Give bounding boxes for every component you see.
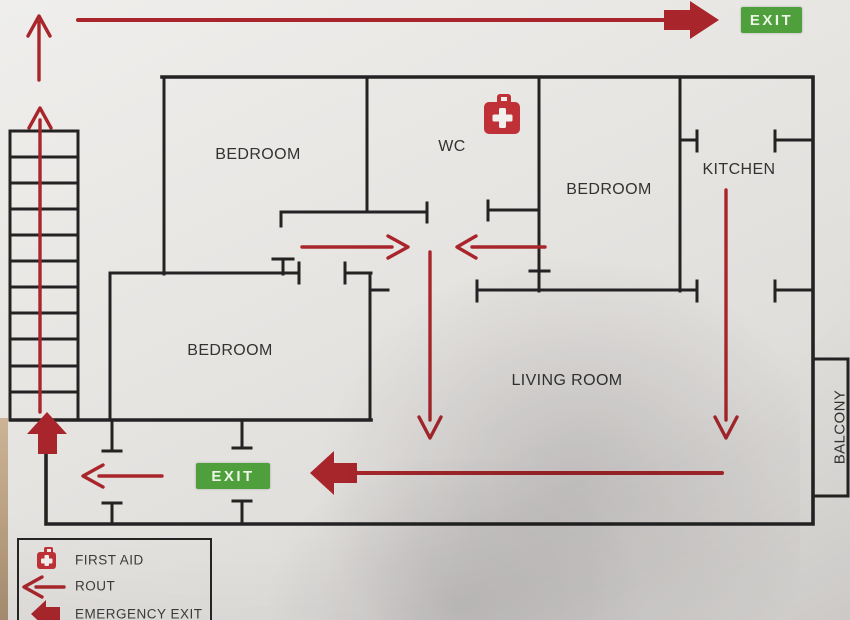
bedroom3-walls bbox=[108, 271, 373, 422]
legend-label-route: ROUT bbox=[75, 578, 116, 594]
emergency-exit-arrow-staircase bbox=[27, 412, 67, 454]
legend-box bbox=[17, 538, 212, 620]
room-label-bedroom-top-left: BEDROOM bbox=[215, 146, 301, 163]
exit-sign-top: EXIT bbox=[741, 7, 802, 33]
staircase-rails bbox=[8, 129, 80, 422]
room-label-kitchen: KITCHEN bbox=[702, 161, 776, 178]
route-arrow-hallway-left bbox=[81, 463, 164, 489]
staircase-steps bbox=[8, 129, 80, 394]
route-arrow-up-top-left bbox=[26, 14, 52, 82]
hallway-door-stubs bbox=[110, 418, 244, 526]
first-aid-icon bbox=[484, 94, 520, 134]
first-aid-cross-h bbox=[492, 114, 513, 122]
legend-first-aid-icon bbox=[37, 547, 56, 569]
legend-label-emergency-exit: EMERGENCY EXIT bbox=[75, 606, 203, 620]
legend-route-arrow-icon bbox=[22, 575, 66, 599]
staircase bbox=[8, 129, 80, 422]
legend-first-aid-handle-slot bbox=[47, 549, 51, 552]
legend-first-aid-cross-h bbox=[41, 558, 53, 564]
legend-label-first-aid: FIRST AID bbox=[75, 552, 144, 568]
room-label-bedroom-middle: BEDROOM bbox=[566, 181, 652, 198]
room-label-bedroom-lower-left: BEDROOM bbox=[187, 342, 273, 359]
exit-sign-bottom: EXIT bbox=[196, 463, 270, 489]
route-arrow-up-staircase bbox=[27, 106, 53, 414]
emergency-exit-arrow-livingroom bbox=[310, 451, 357, 495]
route-arrowhead-top-exit bbox=[664, 1, 719, 39]
room-label-wc: WC bbox=[438, 138, 466, 155]
room-label-living-room: LIVING ROOM bbox=[511, 372, 623, 389]
evacuation-routes bbox=[26, 1, 739, 495]
route-arrow-bedroom2-left bbox=[455, 234, 547, 260]
route-arrow-kitchen-down bbox=[713, 188, 739, 440]
first-aid-handle-slot bbox=[501, 97, 507, 101]
room-label-balcony: BALCONY bbox=[831, 389, 849, 465]
route-arrow-corridor-down bbox=[417, 250, 443, 440]
door-jamb-ticks bbox=[101, 129, 777, 505]
paper-edge bbox=[0, 418, 8, 620]
bedroom1-walls bbox=[162, 75, 369, 276]
apartment-walls bbox=[9, 75, 850, 526]
balcony-walls bbox=[811, 357, 850, 498]
route-arrow-corridor-right bbox=[300, 234, 410, 260]
legend-emergency-exit-arrow-icon bbox=[31, 600, 60, 620]
wc-right-wall bbox=[528, 75, 551, 293]
outer-boundary-wall bbox=[44, 75, 815, 526]
